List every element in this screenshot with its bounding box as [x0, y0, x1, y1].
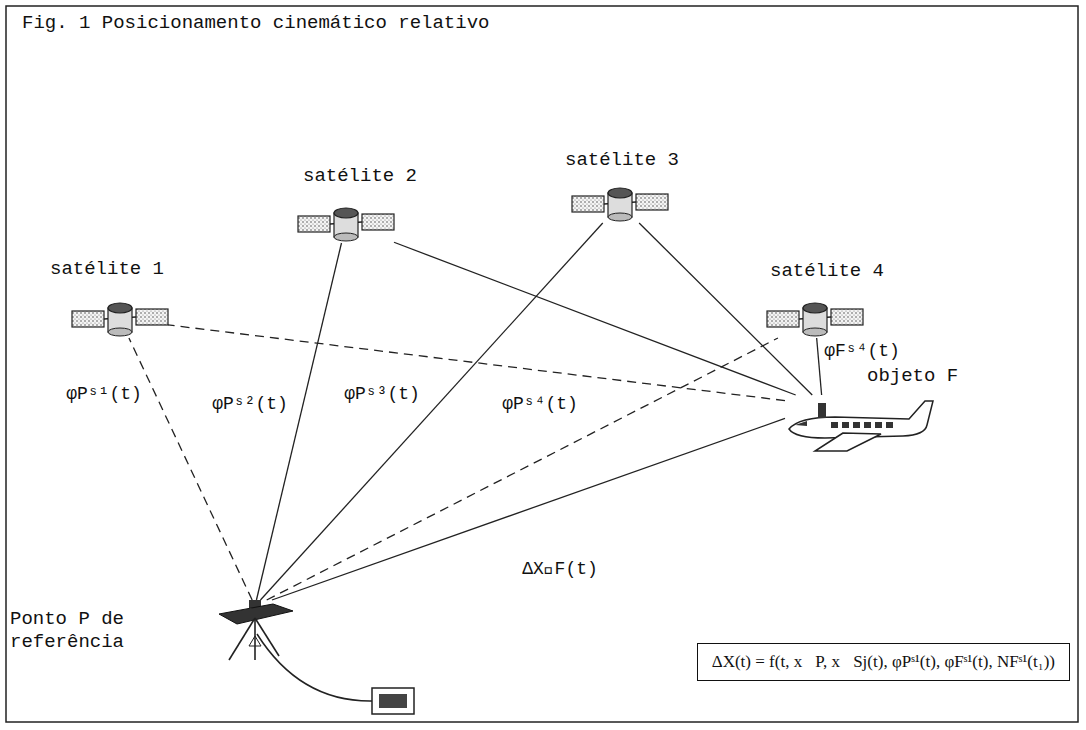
aircraft-fuselage	[789, 401, 933, 438]
figure-title: Fig. 1 Posicionamento cinemático relativ…	[22, 12, 489, 34]
plane-icon	[785, 395, 935, 455]
signal-line	[168, 325, 785, 401]
observable-label: ΔX⃗F(t)	[519, 559, 601, 581]
aircraft-wing	[815, 433, 881, 451]
node-label: satélite 2	[303, 165, 417, 188]
cabin-window	[831, 422, 838, 428]
satellite-top	[608, 188, 632, 198]
node-label: Ponto P de referência	[10, 608, 135, 654]
receiver-unit	[372, 688, 414, 714]
satellite-base	[608, 213, 632, 221]
observable-label: φPˢ²(t)	[209, 394, 291, 416]
cabin-window	[886, 422, 893, 428]
tripod-leg	[229, 618, 255, 660]
mark-triangle	[249, 636, 261, 646]
observable-label: φPˢ¹(t)	[63, 384, 145, 406]
solar-panel	[72, 311, 104, 327]
observable-label: φFˢ⁴(t)	[821, 341, 903, 363]
node-label: satélite 4	[770, 260, 884, 283]
solar-panel	[767, 311, 799, 327]
solar-panel	[362, 214, 394, 230]
tripod-icon	[215, 600, 295, 660]
satellite-node: satélite 3	[572, 185, 668, 223]
solar-panel	[572, 196, 604, 212]
cabin-window	[864, 422, 871, 428]
signal-line	[639, 223, 812, 395]
satellite-base	[108, 328, 132, 336]
cockpit-window	[795, 421, 807, 426]
figure-frame	[6, 6, 1078, 722]
aircraft-node: objeto F	[785, 395, 935, 455]
sat-icon	[72, 300, 168, 338]
satellite-top	[334, 208, 358, 218]
sat-icon	[572, 185, 668, 223]
cabin-window	[853, 422, 860, 428]
signal-line	[272, 418, 785, 600]
signal-line	[129, 338, 252, 600]
node-label: objeto F	[867, 365, 958, 388]
tripod-leg	[254, 618, 256, 660]
observable-label: φPˢ³(t)	[341, 384, 423, 406]
satellite-base	[803, 328, 827, 336]
receiver-cable	[257, 634, 372, 701]
signal-line	[267, 338, 778, 600]
node-label: satélite 3	[565, 149, 679, 172]
satellite-node: satélite 4	[767, 300, 863, 338]
cabin-window	[875, 422, 882, 428]
satellite-top	[108, 303, 132, 313]
solar-panel	[136, 309, 168, 325]
formula-box: ΔX(t) = f(t, x⃗P, x⃗Sj(t), φPˢ¹(t), φFˢ¹…	[697, 643, 1070, 681]
sat-icon	[767, 300, 863, 338]
solar-panel	[298, 216, 330, 232]
cabin-window	[842, 422, 849, 428]
receiver-display	[379, 694, 407, 708]
gps-antenna	[818, 403, 826, 418]
satellite-node: satélite 2	[298, 205, 394, 243]
satellite-node: satélite 1	[72, 300, 168, 338]
solar-panel	[831, 309, 863, 325]
formula-text: ΔX(t) = f(t, x⃗P, x⃗Sj(t), φPˢ¹(t), φFˢ¹…	[712, 652, 1055, 672]
solar-panel	[636, 194, 668, 210]
node-label: satélite 1	[50, 258, 164, 281]
signal-line	[256, 243, 341, 600]
satellite-top	[803, 303, 827, 313]
reference-station-node: Ponto P de referência	[215, 600, 295, 660]
observable-label: φPˢ⁴(t)	[499, 394, 581, 416]
sat-icon	[298, 205, 394, 243]
satellite-base	[334, 233, 358, 241]
tripod-leg	[255, 618, 279, 656]
